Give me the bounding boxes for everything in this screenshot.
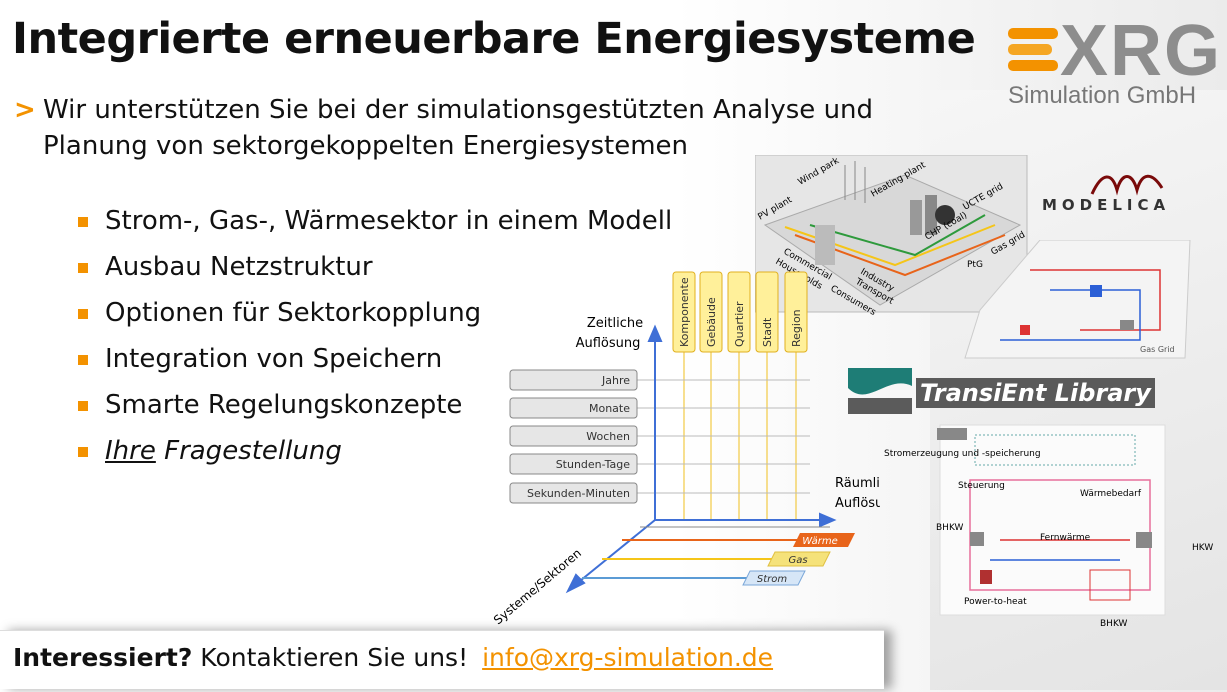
- transient-logo: TransiEnt Library: [848, 368, 1155, 414]
- transient-text: TransiEnt Library: [916, 378, 1155, 408]
- bullet-emphasis: Ihre: [105, 436, 156, 466]
- bullet-square-icon: [78, 447, 88, 457]
- model-label: Wärmebedarf: [1080, 489, 1142, 499]
- sector-label-gas: Gas: [788, 555, 807, 566]
- model-label: Fernwärme: [1040, 533, 1091, 543]
- logo-subtitle: Simulation GmbH: [1008, 82, 1197, 109]
- model-label: Steuerung: [958, 481, 1005, 491]
- xrg-logo: XRG Simulation GmbH: [1000, 11, 1220, 118]
- time-level: Wochen: [586, 430, 630, 443]
- spatial-level: Region: [790, 309, 803, 347]
- bullet-rest: Fragestellung: [155, 436, 342, 466]
- x-axis-label-line1: Räumliche: [835, 476, 880, 491]
- page-title: Integrierte erneuerbare Energiesysteme: [12, 14, 976, 64]
- model-label: HKW: [1192, 543, 1213, 553]
- map-label: PtG: [967, 260, 983, 270]
- spatial-level: Quartier: [733, 301, 746, 347]
- modelica-logo: MODELICA: [1042, 170, 1182, 215]
- intro-paragraph: > Wir unterstützen Sie bei der simulatio…: [14, 92, 944, 164]
- bullet-square-icon: [78, 401, 88, 411]
- transient-model-screenshot: Stromerzeugung und -speicherung Steuerun…: [884, 424, 1213, 629]
- footer-prompt: Interessiert?: [13, 643, 193, 672]
- x-axis-label-line2: Auflösung: [835, 496, 880, 511]
- intro-text: Wir unterstützen Sie bei der simulations…: [43, 95, 874, 161]
- resolution-diagram: Wärme Gas Strom Jahre Monate Wochen Stun…: [491, 271, 880, 627]
- time-level: Jahre: [601, 374, 630, 387]
- intro-marker: >: [14, 95, 36, 125]
- time-level: Sekunden-Minuten: [527, 487, 630, 500]
- bullet-square-icon: [78, 309, 88, 319]
- y-axis-label-line1: Zeitliche: [587, 316, 643, 331]
- logo-name: XRG: [1060, 11, 1223, 91]
- time-level: Monate: [589, 402, 630, 415]
- spatial-level: Komponente: [678, 277, 691, 347]
- email-link[interactable]: info@xrg-simulation.de: [482, 643, 774, 672]
- bullet-square-icon: [78, 263, 88, 273]
- model-label: Stromerzeugung und -speicherung: [884, 449, 1041, 459]
- contact-footer: Interessiert? Kontaktieren Sie uns! info@…: [0, 630, 884, 689]
- modelica-wave-icon: [1090, 174, 1164, 196]
- spatial-level: Gebäude: [705, 297, 718, 347]
- time-level: Stunden-Tage: [556, 458, 631, 471]
- model-label: BHKW: [936, 523, 964, 533]
- y-axis-label-line2: Auflösung: [576, 336, 641, 351]
- footer-text: Kontaktieren Sie uns!: [192, 643, 469, 672]
- logo-stripes-icon: [1008, 28, 1058, 71]
- sector-label-heat: Wärme: [802, 536, 837, 547]
- model-label: Gas Grid: [1140, 345, 1175, 354]
- model-label: BHKW: [1100, 619, 1128, 629]
- bullet-square-icon: [78, 217, 88, 227]
- transient-wave-icon: [848, 368, 912, 414]
- sector-label-power: Strom: [757, 574, 787, 585]
- modelica-text: MODELICA: [1042, 196, 1171, 214]
- modelica-model-screenshot: Gas Grid: [964, 240, 1191, 359]
- bullet-square-icon: [78, 355, 88, 365]
- spatial-level: Stadt: [761, 317, 774, 347]
- model-label: Power-to-heat: [964, 597, 1027, 607]
